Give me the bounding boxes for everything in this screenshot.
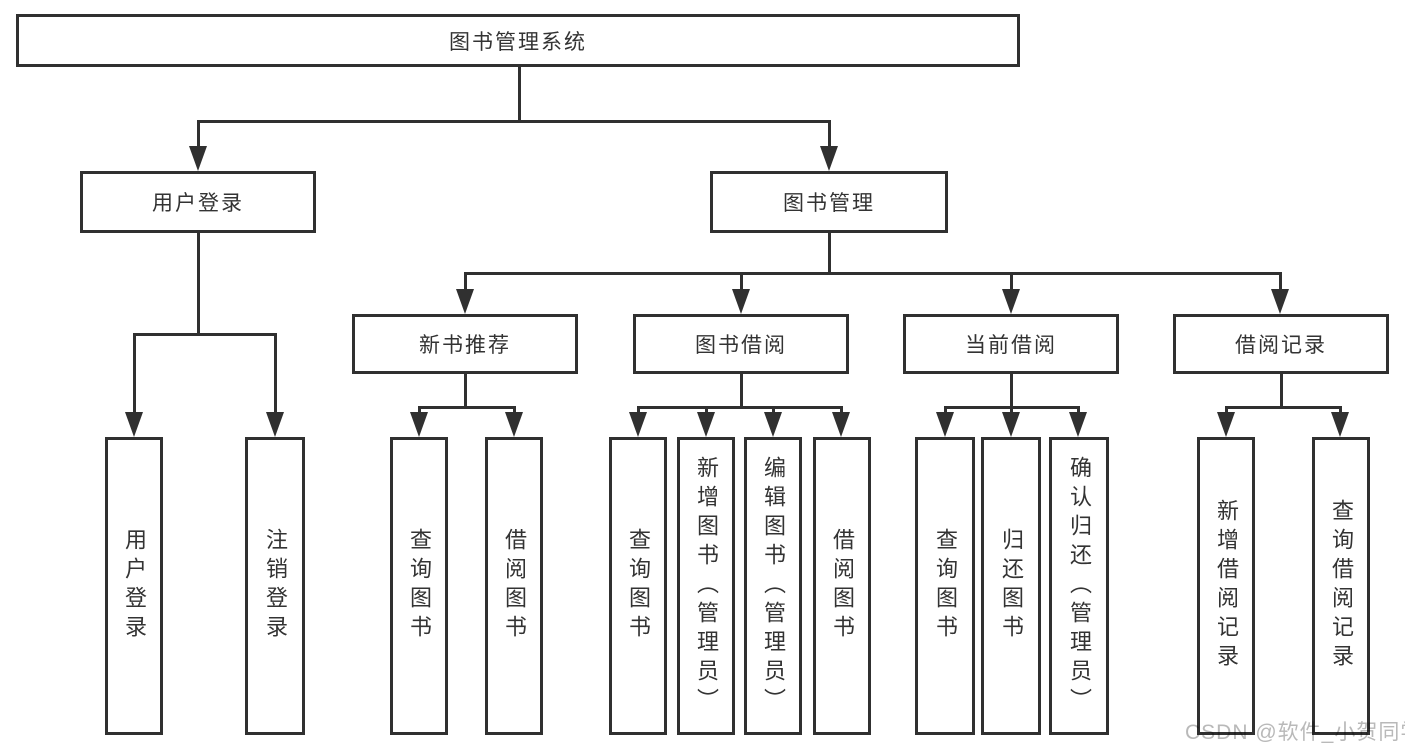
csdn-watermark: CSDN @软件_小贺同学 xyxy=(1185,721,1405,744)
node-label: 归还图书 xyxy=(999,528,1024,644)
leaf-query-books-recommend: 查询图书 xyxy=(390,437,448,735)
connector-rail xyxy=(1225,406,1341,409)
arrow-down-icon xyxy=(1002,412,1020,437)
node-current-borrowing: 当前借阅 xyxy=(903,314,1119,374)
arrow-down-icon xyxy=(832,412,850,437)
arrow-down-icon xyxy=(125,412,143,437)
leaf-user-login: 用户登录 xyxy=(105,437,163,735)
node-label: 借阅图书 xyxy=(502,528,527,644)
connector-stem xyxy=(518,67,521,120)
arrow-down-icon xyxy=(629,412,647,437)
connector-drop xyxy=(133,333,136,417)
node-root-book-management-system: 图书管理系统 xyxy=(16,14,1020,67)
leaf-add-books-admin: 新增图书（管理员） xyxy=(677,437,735,735)
node-label: 查询图书 xyxy=(626,528,651,644)
connector-stem xyxy=(1280,374,1283,406)
arrow-down-icon xyxy=(1002,289,1020,314)
node-book-management: 图书管理 xyxy=(710,171,948,233)
arrow-down-icon xyxy=(1331,412,1349,437)
connector-drop xyxy=(1279,272,1282,294)
node-borrowing-records: 借阅记录 xyxy=(1173,314,1389,374)
node-label: 确认归还（管理员） xyxy=(1067,455,1092,717)
arrow-down-icon xyxy=(189,146,207,171)
node-label: 图书管理 xyxy=(783,192,875,215)
node-label: 图书管理系统 xyxy=(449,30,587,54)
node-label: 借阅图书 xyxy=(830,528,855,644)
node-label: 查询图书 xyxy=(407,528,432,644)
leaf-logout: 注销登录 xyxy=(245,437,305,735)
leaf-confirm-return-admin: 确认归还（管理员） xyxy=(1049,437,1109,735)
arrow-down-icon xyxy=(820,146,838,171)
connector-stem xyxy=(1010,374,1013,406)
arrow-down-icon xyxy=(1271,289,1289,314)
node-new-book-recommendation: 新书推荐 xyxy=(352,314,578,374)
leaf-query-books-borrowing: 查询图书 xyxy=(609,437,667,735)
connector-rail xyxy=(197,120,831,123)
node-label: 查询借阅记录 xyxy=(1329,499,1354,673)
leaf-borrow-books-borrowing: 借阅图书 xyxy=(813,437,871,735)
node-label: 图书借阅 xyxy=(695,334,787,357)
connector-drop xyxy=(828,120,831,151)
node-label: 查询图书 xyxy=(933,528,958,644)
node-label: 当前借阅 xyxy=(965,334,1057,357)
connector-stem xyxy=(197,233,200,333)
node-label: 注销登录 xyxy=(263,528,288,644)
node-user-login: 用户登录 xyxy=(80,171,316,233)
node-book-borrowing: 图书借阅 xyxy=(633,314,849,374)
leaf-edit-books-admin: 编辑图书（管理员） xyxy=(744,437,802,735)
arrow-down-icon xyxy=(1069,412,1087,437)
node-label: 用户登录 xyxy=(152,192,244,215)
connector-drop xyxy=(274,333,277,417)
connector-rail xyxy=(464,272,1282,275)
connector-drop xyxy=(464,272,467,294)
connector-stem xyxy=(740,374,743,406)
connector-drop xyxy=(740,272,743,294)
leaf-query-borrowing-record: 查询借阅记录 xyxy=(1312,437,1370,735)
connector-rail xyxy=(133,333,277,336)
leaf-borrow-books-recommend: 借阅图书 xyxy=(485,437,543,735)
node-label: 借阅记录 xyxy=(1235,334,1327,357)
node-label: 新书推荐 xyxy=(419,334,511,357)
arrow-down-icon xyxy=(936,412,954,437)
connector-rail xyxy=(418,406,515,409)
connector-stem xyxy=(464,374,467,406)
leaf-add-borrowing-record: 新增借阅记录 xyxy=(1197,437,1255,735)
connector-drop xyxy=(1010,272,1013,294)
connector-rail xyxy=(637,406,843,409)
arrow-down-icon xyxy=(1217,412,1235,437)
leaf-query-books-current: 查询图书 xyxy=(915,437,975,735)
arrow-down-icon xyxy=(456,289,474,314)
arrow-down-icon xyxy=(266,412,284,437)
leaf-return-books: 归还图书 xyxy=(981,437,1041,735)
arrow-down-icon xyxy=(764,412,782,437)
arrow-down-icon xyxy=(410,412,428,437)
arrow-down-icon xyxy=(732,289,750,314)
connector-drop xyxy=(197,120,200,151)
arrow-down-icon xyxy=(697,412,715,437)
connector-stem xyxy=(828,233,831,272)
node-label: 用户登录 xyxy=(122,528,147,644)
arrow-down-icon xyxy=(505,412,523,437)
node-label: 新增图书（管理员） xyxy=(694,455,719,717)
node-label: 新增借阅记录 xyxy=(1214,499,1239,673)
node-label: 编辑图书（管理员） xyxy=(761,455,786,717)
